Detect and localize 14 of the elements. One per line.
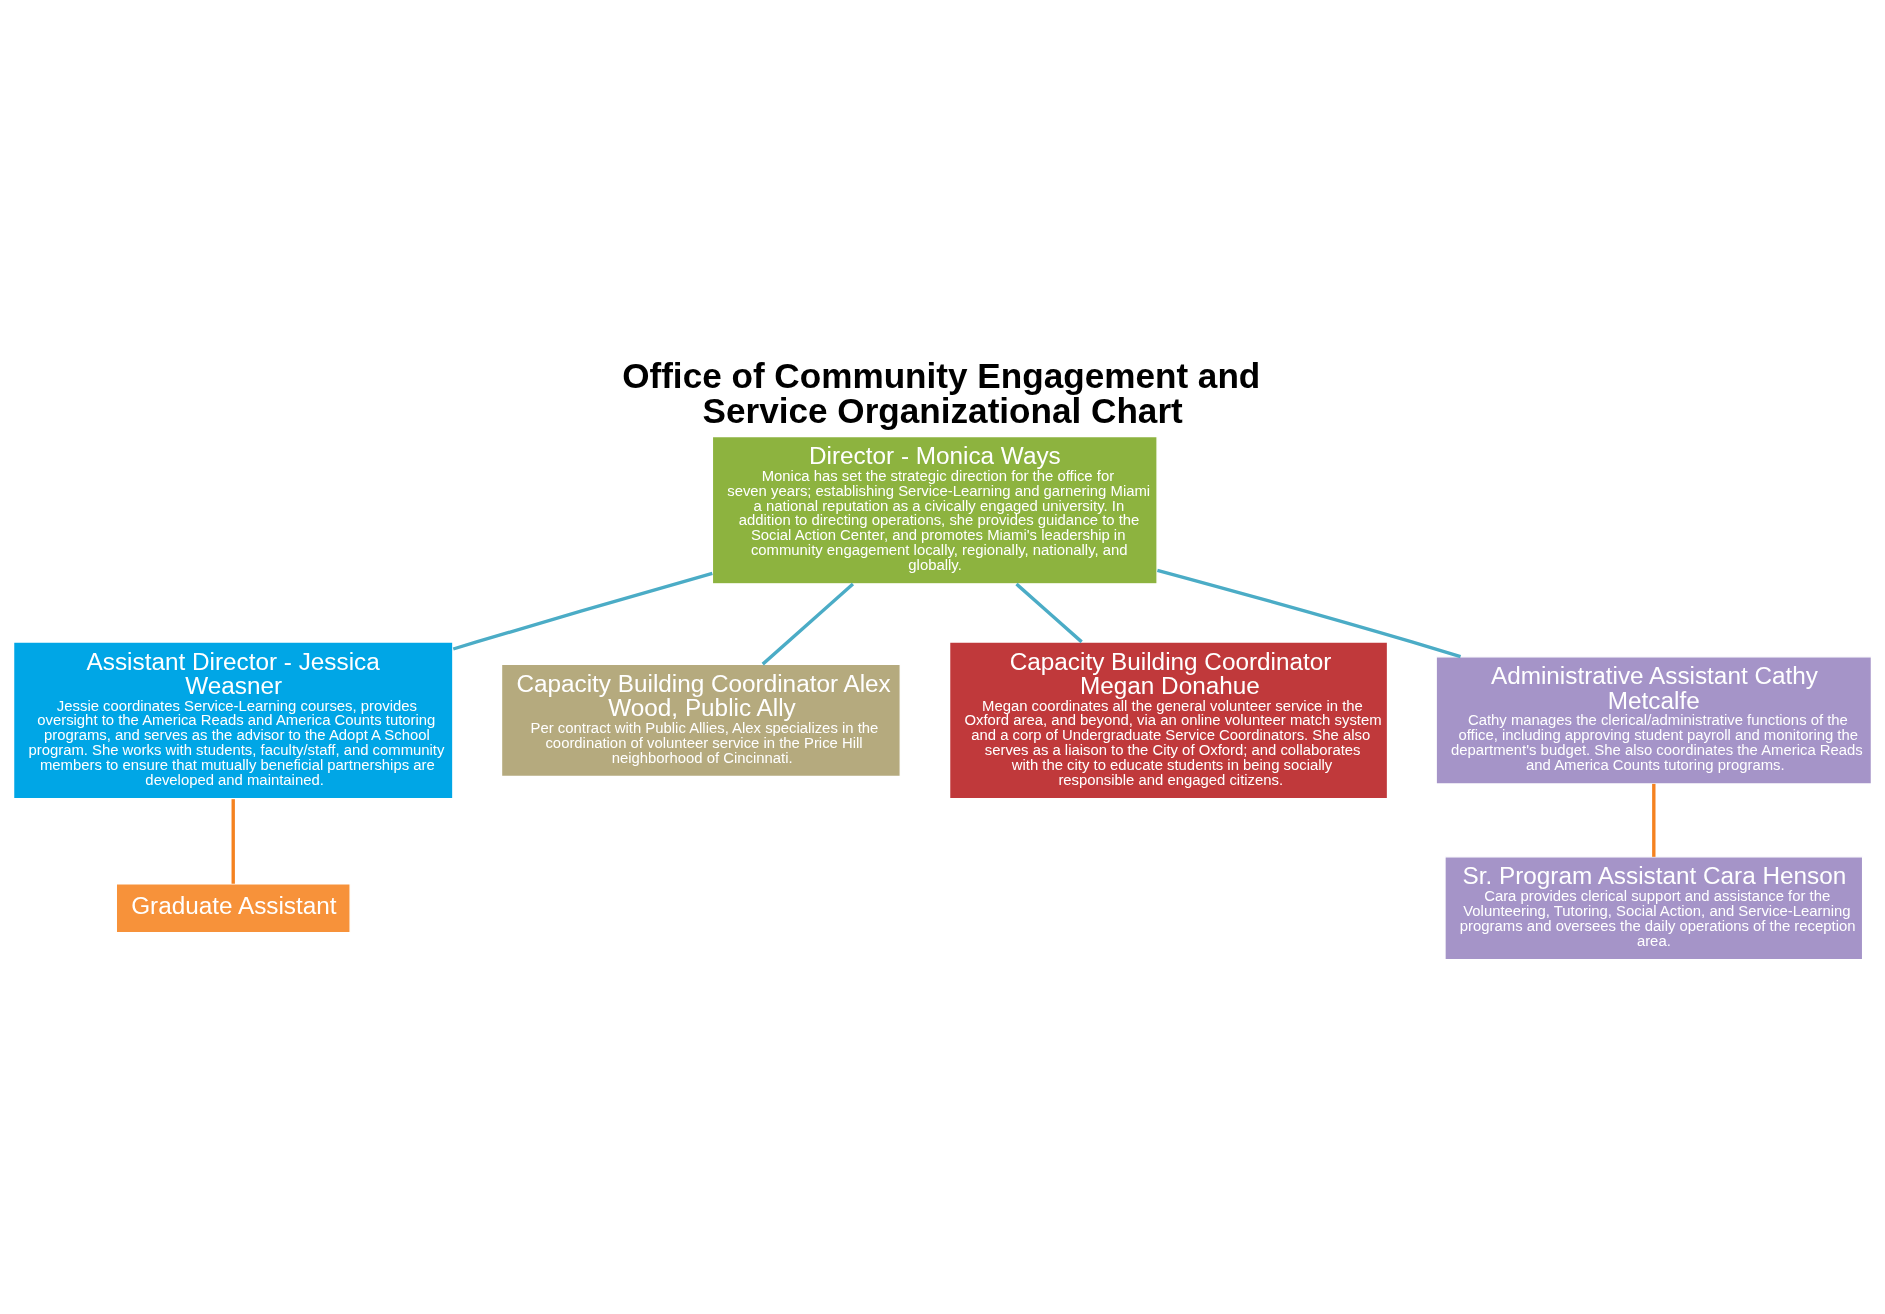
- node-box: Graduate Assistant: [115, 882, 351, 933]
- node-box: Capacity Building Coordinator Alex Wood, Public Ally Per contract with Public Allies, Alex specializes in the coordination of volunteer service in the Price Hill neighborhood of Cincinnati.: [500, 663, 901, 777]
- node-box: Capacity Building Coordinator Megan Donahue Megan coordinates all the general volunteer service in the Oxford area, and beyond, via an online volunteer match system and a corp of Undergraduate Service Coordinators. She also serves as a liaison to the City of Oxford; and collaborates with the city to educate students in being socially responsible and engaged citizens.: [948, 640, 1389, 799]
- node-box: Assistant Director - Jessica Weasner Jessie coordinates Service-Learning courses, provides oversight to the America Reads and America Counts tutoring programs, and serves as the advisor to the Adopt A School program. She works with students, faculty/staff, and community members to ensure that mutually beneficial partnerships are developed and maintained.: [12, 640, 454, 799]
- node-box: Sr. Program Assistant Cara Henson Cara provides clerical support and assistance for the Volunteering, Tutoring, Social Action, and Service-Learning programs and oversees the daily operations of the reception area.: [1444, 855, 1864, 960]
- diagram-title: Office of Community Engagement and Service Organizational Chart: [622, 355, 1261, 430]
- connector: [231, 798, 235, 884]
- node-box: Administrative Assistant Cathy Metcalfe Cathy manages the clerical/administrative functions of the office, including approving student payroll and monitoring the department's budget. She also coordinates the America Reads and America Counts tutoring programs.: [1435, 655, 1873, 785]
- connector: [1652, 783, 1656, 857]
- connector: [1015, 582, 1083, 643]
- connector: [1156, 568, 1462, 658]
- connector: [452, 571, 713, 651]
- connector: [761, 582, 855, 665]
- node-box: Director - Monica Ways Monica has set the strategic direction for the office for seven years; establishing Service-Learning and garnering Miami a national reputation as a civically engaged university. In addition to directing operations, she provides guidance to the Social Action Center, and promotes Miami's leadership in community engagement locally, regionally, nationally, and globally.: [711, 435, 1158, 584]
